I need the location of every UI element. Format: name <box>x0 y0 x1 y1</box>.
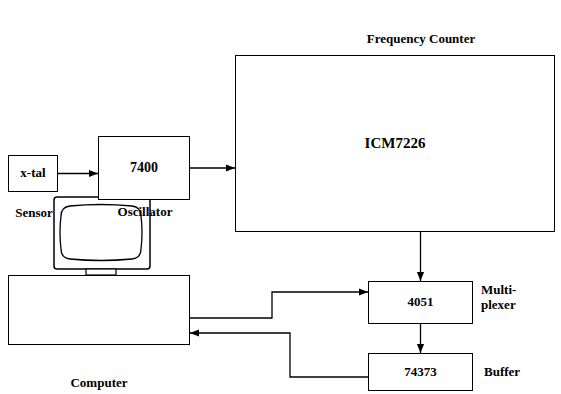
box-caption: Sensor <box>0 206 71 221</box>
counter-box: ICM7226Frequency Counter <box>235 55 555 232</box>
chip-label: ICM7226 <box>365 135 426 152</box>
chip-label: 4051 <box>408 295 434 310</box>
signal-arrow <box>190 167 235 168</box>
multiplexer-box: 4051Multi- plexer <box>368 281 473 324</box>
box-caption: Multi- plexer <box>481 283 527 313</box>
signal-arrow <box>58 173 98 174</box>
buffer-box: 74373Buffer <box>368 353 473 391</box>
chip-label: 74373 <box>404 365 437 380</box>
chip-label: 7400 <box>130 160 158 176</box>
signal-arrow <box>420 232 421 281</box>
box-caption: Buffer <box>484 365 544 380</box>
signal-arrow <box>190 292 368 318</box>
computer-base: Computer <box>8 275 190 345</box>
box-caption: Frequency Counter <box>351 32 491 47</box>
box-caption: Computer <box>49 376 149 391</box>
oscillator-box: 7400Oscillator <box>98 136 190 200</box>
signal-arrow <box>190 333 368 377</box>
signal-arrow <box>420 324 421 353</box>
chip-label: x-tal <box>20 166 45 181</box>
box-caption: Oscillator <box>99 205 191 220</box>
sensor-box: x-talSensor <box>8 155 58 192</box>
